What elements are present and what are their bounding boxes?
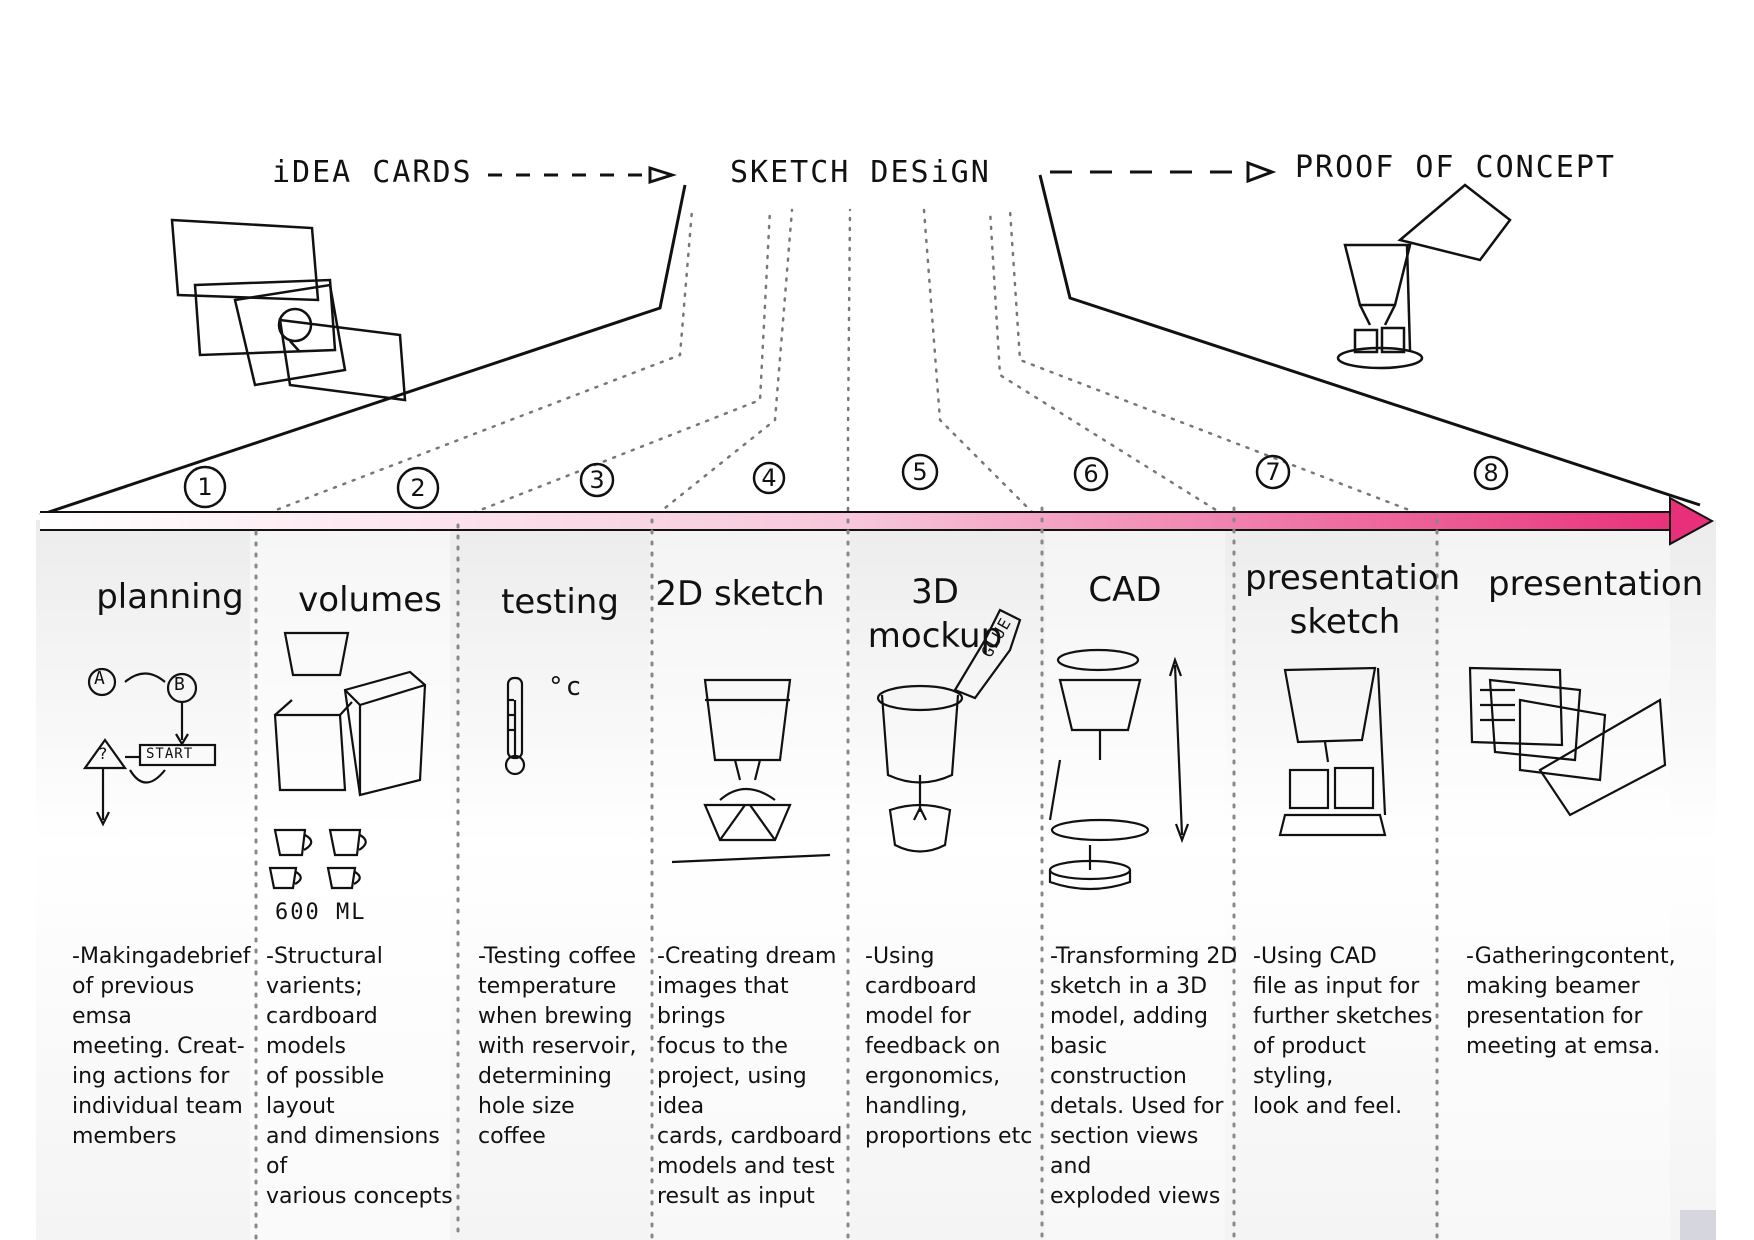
circle-2	[396, 466, 440, 510]
header-arrowhead-1	[648, 165, 677, 185]
stage-number-7: 7	[1265, 458, 1281, 486]
funnel-right	[1038, 174, 1701, 507]
2d-sketch-drawing	[671, 678, 831, 864]
proof-of-concept-sketch	[1336, 183, 1512, 370]
stage-number-5: 5	[912, 458, 928, 486]
column-shade-2	[250, 520, 450, 1240]
stage-description-testing: -Testing coffee temperature when brewing…	[478, 944, 637, 1149]
circle-6	[1073, 456, 1109, 492]
fan-line-5	[846, 208, 852, 522]
column-shade-6	[1045, 520, 1225, 1240]
timeline-arrow-body	[40, 512, 1680, 530]
cad-drawing	[1048, 648, 1190, 891]
stage-description-2d-sketch: -Creating dream images that brings focus…	[657, 944, 843, 1209]
fan-line-6	[922, 208, 1042, 522]
header-idea-cards: iDEA CARDS	[272, 155, 473, 190]
presentation-drawing	[1468, 666, 1667, 817]
stage-title-cad: CAD	[1088, 570, 1162, 610]
volumes-sketch	[268, 631, 427, 890]
presentation-sketch-drawing	[1278, 666, 1387, 837]
stage-number-1: 1	[197, 473, 213, 501]
stage-title-presentation: presentation	[1488, 564, 1704, 604]
corner-swatch	[1680, 1210, 1716, 1240]
testing-label-unit: °c	[548, 672, 584, 702]
idea-cards-sketch	[170, 218, 407, 402]
circle-1	[183, 465, 227, 509]
circle-4	[752, 461, 786, 495]
stage-description-planning: -Makingadebrief of previous emsa meeting…	[72, 944, 251, 1149]
fan-lines	[248, 208, 1437, 522]
circle-8	[1473, 455, 1509, 491]
stage-title-testing: testing	[501, 582, 619, 622]
stage-description-presentation: -Gatheringcontent, making beamer present…	[1466, 944, 1676, 1059]
testing-sketch	[504, 676, 526, 776]
fan-line-7	[988, 208, 1234, 522]
fan-line-4	[648, 208, 794, 522]
stage-description-presentation-sketch: -Using CAD file as input for further ske…	[1253, 944, 1433, 1119]
stage-description-volumes: -Structural varients; cardboard models o…	[266, 944, 453, 1209]
planning-label-start: START	[146, 746, 194, 762]
3d-mockup-drawing	[876, 608, 1022, 853]
planning-label-question: ?	[98, 744, 110, 763]
circle-3	[579, 462, 615, 498]
circle-5	[901, 453, 939, 491]
column-separators	[254, 506, 1439, 1240]
volumes-label-ml: 600 ML	[275, 900, 367, 925]
stage-title-2d-sketch: 2D sketch	[655, 574, 825, 614]
stage-title-presentation-sketch: presentation sketch	[1245, 558, 1461, 642]
stage-title-3d-mockup: 3D mockup	[867, 572, 1003, 656]
fan-line-3	[453, 208, 772, 522]
number-circles	[183, 453, 1509, 510]
timeline-arrowhead	[1669, 496, 1715, 546]
stage-number-3: 3	[589, 466, 605, 494]
stage-description-cad: -Transforming 2D sketch in a 3D model, a…	[1050, 944, 1238, 1209]
planning-sketch	[82, 667, 217, 827]
planning-label-a: A	[94, 668, 107, 689]
header-sketch-design: SKETCH DESiGN	[730, 155, 991, 190]
stage-title-planning: planning	[96, 577, 244, 617]
column-shade-4	[650, 520, 850, 1240]
stage-number-2: 2	[410, 474, 426, 502]
stage-description-3d-mockup: -Using cardboard model for feedback on e…	[865, 944, 1033, 1149]
circle-7	[1255, 454, 1291, 490]
planning-label-b: B	[174, 674, 187, 695]
stage-number-8: 8	[1483, 459, 1499, 487]
header-proof-of-concept: PROOF OF CONCEPT	[1295, 150, 1616, 185]
column-shade-8	[1440, 520, 1670, 1240]
fan-line-2	[248, 208, 694, 522]
header-arrowhead-2	[1246, 160, 1277, 184]
stage-number-4: 4	[761, 464, 777, 492]
stage-number-6: 6	[1083, 460, 1099, 488]
funnel-left	[39, 184, 687, 517]
stage-title-volumes: volumes	[298, 580, 442, 620]
